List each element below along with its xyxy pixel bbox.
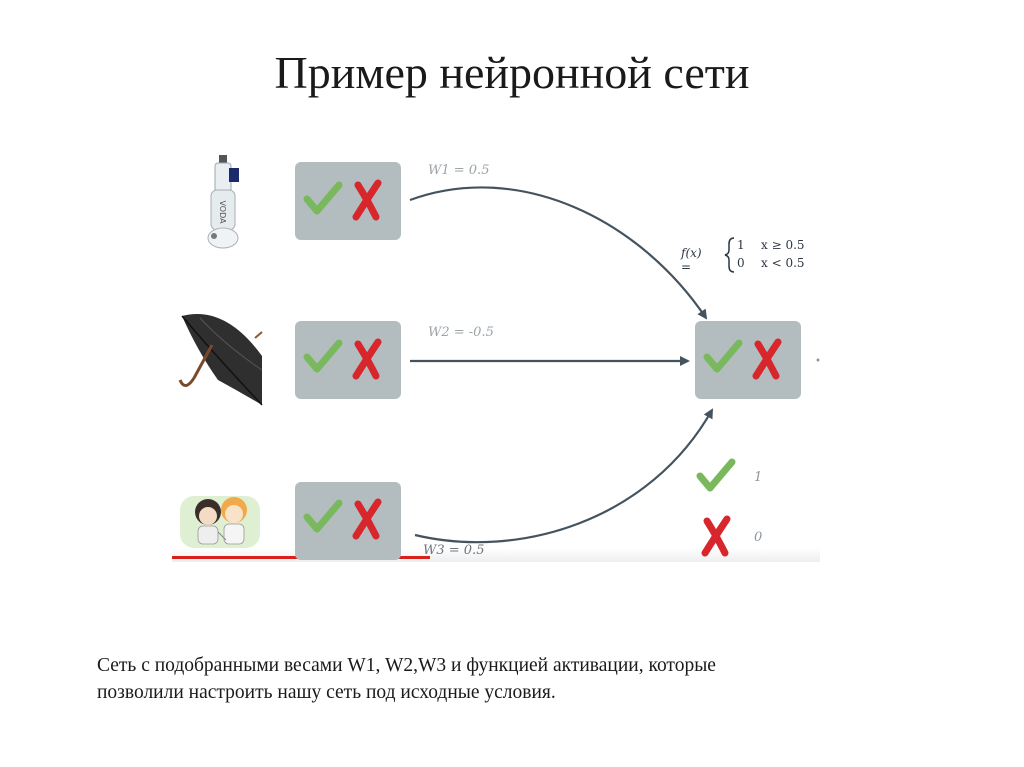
formula-case1-value: 1 — [737, 238, 745, 252]
formula-case2-cond: x < 0.5 — [761, 256, 805, 270]
weight-label-w1: W1 = 0.5 — [428, 163, 490, 178]
cross-icon — [356, 502, 378, 536]
friends-icon — [180, 496, 260, 548]
arrow-w3 — [414, 408, 713, 544]
legend-check-value: 1 — [754, 470, 763, 485]
weight-label-w2: W2 = -0.5 — [428, 325, 494, 340]
check-icon — [307, 185, 339, 211]
page-title: Пример нейронной сети — [274, 47, 750, 98]
check-icon — [307, 503, 339, 529]
check-icon — [307, 343, 339, 369]
cross-icon — [356, 342, 378, 376]
check-icon — [707, 343, 739, 369]
formula-case2-value: 0 — [737, 256, 745, 270]
arrow-w1 — [409, 186, 708, 320]
svg-text:VODA: VODA — [218, 200, 227, 224]
umbrella-icon — [178, 314, 263, 406]
formula-case1-cond: x ≥ 0.5 — [761, 238, 805, 252]
bottle-icon: VODA — [207, 155, 239, 249]
formula-brace — [724, 237, 735, 273]
legend-cross-icon — [705, 519, 727, 553]
caption-line-1: Сеть с подобранными весами W1, W2,W3 и ф… — [97, 655, 716, 676]
caption: Сеть с подобранными весами W1, W2,W3 и ф… — [97, 652, 947, 706]
legend-check-icon — [700, 462, 732, 488]
cross-icon — [756, 342, 778, 376]
formula-lhs: f(x) = — [681, 246, 702, 274]
caption-line-2: позволили настроить нашу сеть под исходн… — [97, 682, 556, 703]
weight-label-w3: W3 = 0.5 — [423, 543, 485, 558]
legend-cross-value: 0 — [754, 530, 763, 545]
cross-icon — [356, 183, 378, 217]
